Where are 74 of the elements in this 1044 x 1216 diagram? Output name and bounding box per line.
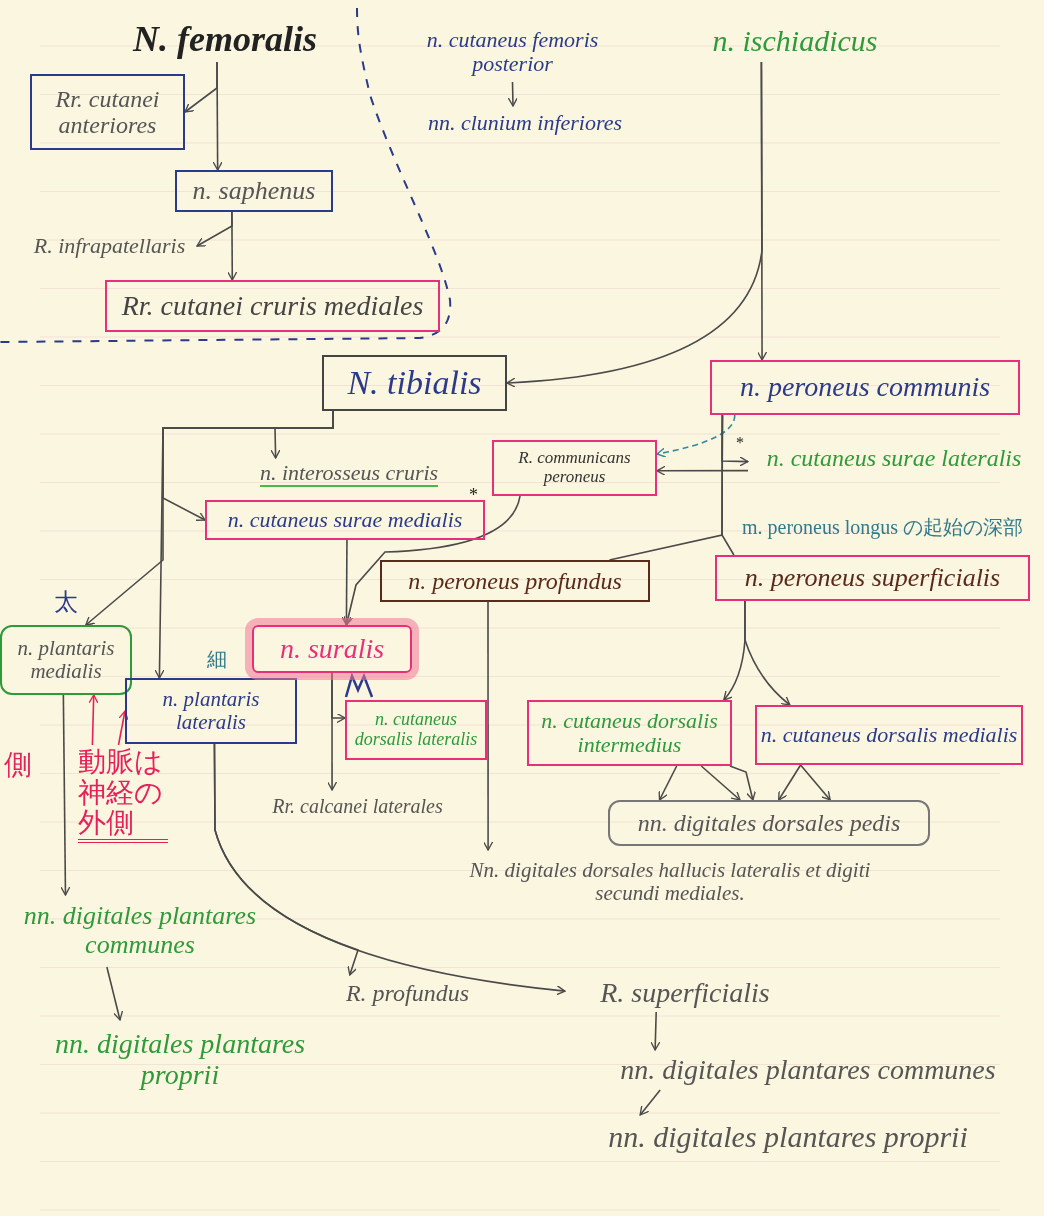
nerve-label: n. peroneus communis	[739, 372, 991, 403]
nerve-box	[755, 705, 1023, 765]
arrow	[343, 495, 521, 626]
arrow	[326, 672, 338, 791]
nerve-label: n. plantaris medialis	[16, 636, 116, 684]
nerve-label: nn. digitales dorsales pedis	[637, 809, 901, 837]
nerve-label: Rr. cutanei anteriores	[54, 85, 161, 139]
nerve-label: nn. digitales plantares communes	[22, 902, 258, 960]
arrow	[656, 414, 736, 458]
nerve-label: n. plantaris lateralis	[161, 687, 261, 735]
nerve-label: nn. digitales plantares proprii	[608, 1119, 968, 1153]
nerve-label: n. peroneus superficialis	[744, 563, 1001, 593]
arrow	[700, 765, 741, 801]
nerve-box	[527, 700, 732, 766]
nerve-label: n. peroneus profundus	[408, 567, 622, 595]
arrow	[729, 765, 756, 801]
arrow	[650, 1011, 661, 1051]
nerve-label: N. femoralis	[133, 20, 317, 60]
nerve-box	[492, 440, 657, 496]
arrow	[117, 710, 129, 746]
nerve-box	[322, 355, 507, 411]
arrow	[212, 61, 223, 171]
nerve-label: nn. digitales plantares communes	[620, 1054, 996, 1086]
nerve-label: m. peroneus longus の起始の深部	[741, 516, 1024, 538]
annotation-text: 細	[207, 648, 227, 670]
arrow	[60, 694, 71, 896]
arrow	[777, 764, 802, 801]
nerve-box	[380, 560, 650, 602]
nerve-box	[345, 700, 487, 760]
nerve-label: Rr. calcanei laterales	[272, 795, 443, 817]
nerve-label: R. infrapatellaris	[33, 233, 186, 259]
nerve-box	[30, 74, 185, 150]
nerve-label: n. ischiadicus	[712, 23, 878, 57]
asterisk-mark: *	[736, 434, 744, 452]
nerve-label: n. interosseus cruris	[259, 460, 439, 488]
nerve-label: Rr. cutanei cruris mediales	[121, 290, 424, 322]
arrow	[639, 1089, 661, 1116]
arrow	[507, 81, 518, 107]
nerve-label: n. cutaneus dorsalis lateralis	[353, 710, 479, 750]
note-text: 側	[4, 750, 33, 781]
nerve-label: n. cutaneus surae medialis	[227, 507, 463, 533]
nerve-label: n. cutaneus dorsalis intermedius	[540, 708, 719, 758]
nerve-label: N. tibialis	[347, 364, 482, 402]
nerve-box	[608, 800, 930, 846]
arrow	[227, 211, 238, 281]
arrow	[88, 694, 99, 746]
arrow	[658, 765, 678, 801]
arrow	[106, 966, 124, 1021]
nerve-label: R. communicans peroneus	[517, 449, 632, 487]
arrow	[656, 465, 749, 476]
arrow	[341, 539, 352, 626]
nerve-label: R. superficialis	[600, 977, 770, 1009]
nerve-label: R. profundus	[345, 979, 470, 1007]
nerve-box	[710, 360, 1020, 415]
arrow	[744, 600, 791, 706]
nerve-label: n. cutaneus dorsalis medialis	[760, 722, 1018, 748]
arrow	[799, 764, 831, 801]
nerve-box	[715, 555, 1030, 601]
asterisk-mark: *	[469, 486, 478, 506]
arrow	[756, 61, 768, 361]
nerve-label: n. cutaneus femoris posterior	[425, 27, 600, 77]
nerve-label: n. cutaneus surae lateralis	[766, 444, 1022, 472]
nerve-label: n. suralis	[279, 633, 385, 665]
nerve-label: nn. clunium inferiores	[427, 110, 623, 136]
nerve-label: n. saphenus	[192, 176, 316, 206]
nerve-label: Nn. digitales dorsales hallucis lateralis et digiti secundi mediales.	[468, 858, 872, 906]
nerve-box	[175, 170, 333, 212]
connector-line	[721, 414, 735, 556]
nerve-label: nn. digitales plantares proprii	[53, 1029, 307, 1091]
nerve-box	[105, 280, 440, 332]
annotation-text: 太	[54, 589, 78, 616]
arrow	[482, 601, 494, 851]
nerve-label: 動脈は神経の外側	[78, 746, 168, 844]
arrow	[213, 743, 359, 976]
